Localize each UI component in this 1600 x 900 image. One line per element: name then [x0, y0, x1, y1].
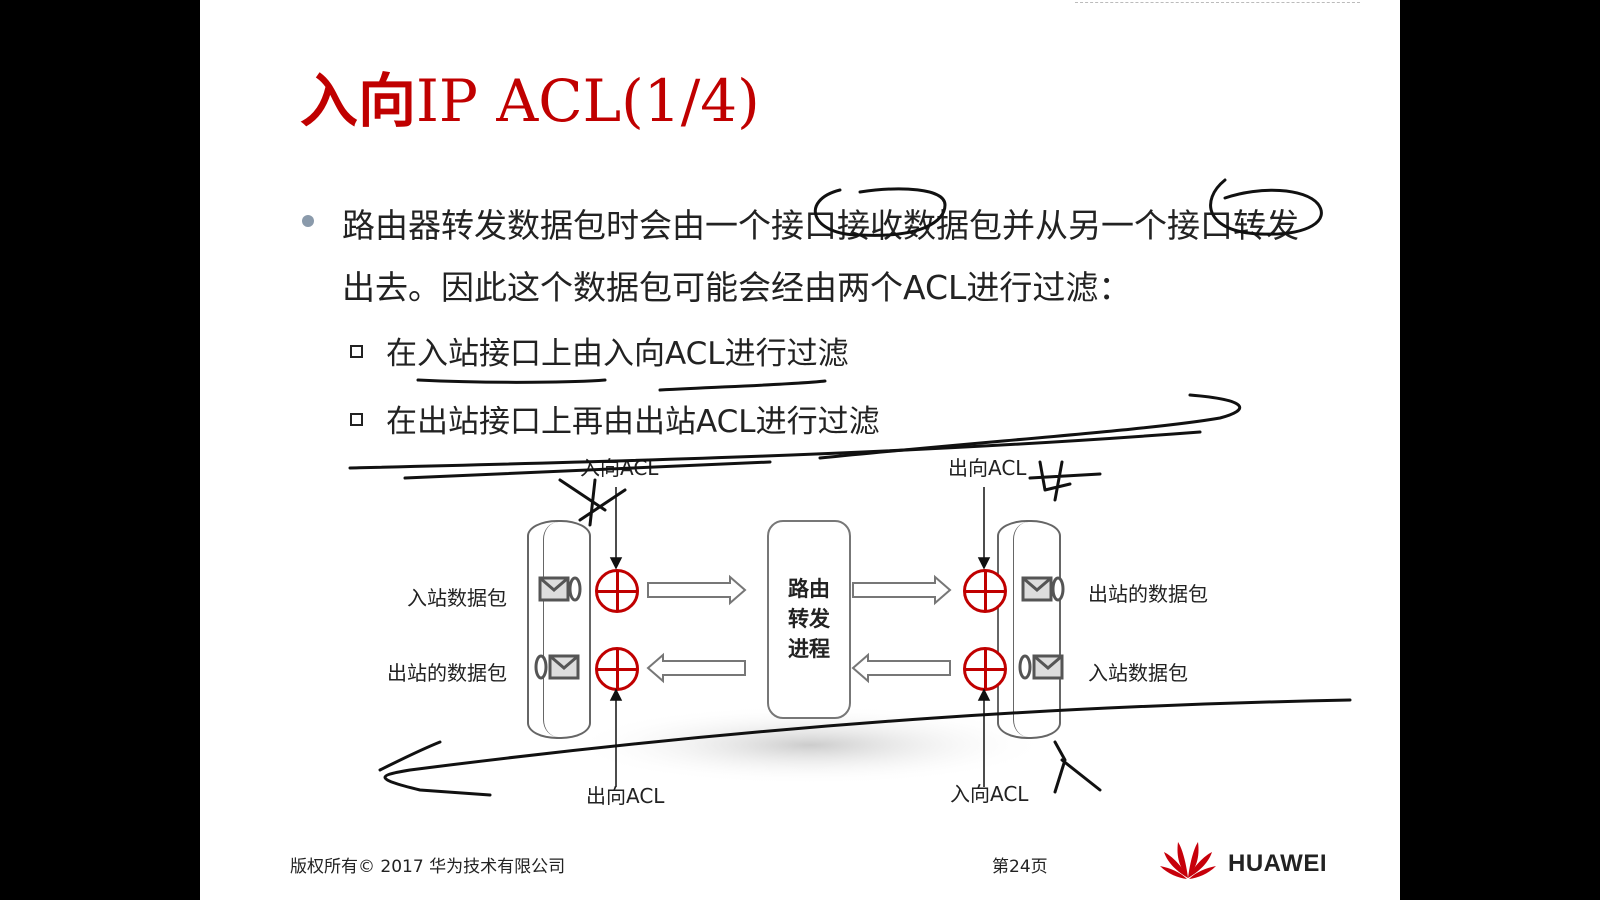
- page-title: 入向IP ACL(1/4): [300, 72, 760, 130]
- router-label: 路由 转发 进程: [788, 577, 830, 661]
- footer-copyright: 版权所有© 2017 华为技术有限公司: [290, 857, 566, 877]
- diagram-arrows: [534, 487, 1065, 787]
- huawei-logo-icon: [1160, 842, 1216, 879]
- arrow-right-icon: [647, 574, 747, 606]
- pen-arrow-left-head: [378, 740, 442, 772]
- label-right-inbound-packet: 入站数据包: [1088, 661, 1188, 685]
- packet-icons: [534, 576, 1065, 680]
- sub-item-inbound: 在入站接口上由入向ACL进行过滤: [386, 336, 849, 372]
- pen-arrow-right: [818, 393, 1241, 460]
- left-interface-cylinder: [527, 520, 591, 739]
- sub-item-outbound: 在出站接口上再由出站ACL进行过滤: [386, 404, 880, 440]
- square-bullet-icon: [350, 345, 363, 358]
- brand-wordmark: HUAWEI: [1228, 850, 1327, 877]
- acl-filter-icon: [595, 647, 639, 691]
- pen-annotations: [348, 178, 1352, 797]
- arrow-left-icon: [646, 652, 746, 684]
- arrow-up-icon: [609, 688, 623, 701]
- label-left-inbound-packet: 入站数据包: [407, 586, 507, 610]
- square-bullet-icon: [350, 413, 363, 426]
- pen-underline: [658, 379, 827, 392]
- diagram-shadow: [570, 705, 1050, 785]
- pen-scribble: [558, 478, 627, 527]
- pen-underline: [403, 460, 772, 480]
- label-left-outbound-packet: 出站的数据包: [387, 661, 507, 685]
- title-cn: 入向: [300, 67, 417, 135]
- pen-scribble: [1028, 460, 1102, 502]
- router-forwarding-box: 路由 转发 进程: [767, 520, 851, 719]
- arrow-right-icon: [852, 574, 952, 606]
- envelope-icon: [1018, 654, 1064, 680]
- right-interface-cylinder: [997, 520, 1061, 739]
- arrow-left-icon: [851, 652, 951, 684]
- slide: 入向IP ACL(1/4) 路由器转发数据包时会由一个接口接收数据包并从另一个接…: [200, 0, 1400, 900]
- acl-filter-icon: [595, 569, 639, 613]
- top-divider: [1075, 2, 1360, 3]
- footer-page-number: 第24页: [992, 857, 1048, 877]
- pen-circle-mark: [1209, 178, 1323, 236]
- label-right-inbound-acl: 入向ACL: [950, 782, 1029, 806]
- acl-filter-icon: [963, 647, 1007, 691]
- arrow-down-icon: [977, 557, 991, 570]
- arrow-down-icon: [609, 557, 623, 570]
- pen-underline: [416, 378, 607, 384]
- label-right-outbound-acl: 出向ACL: [948, 456, 1027, 480]
- diagram-floor-shadow: [570, 705, 1050, 785]
- envelope-icon: [534, 654, 580, 680]
- label-right-outbound-packet: 出站的数据包: [1088, 582, 1208, 606]
- pen-underline: [348, 430, 1202, 470]
- pen-arrow-left: [383, 698, 1352, 797]
- bullet-text: 路由器转发数据包时会由一个接口接收数据包并从另一个接口转发出去。因此这个数据包可…: [342, 206, 1299, 307]
- envelope-icon: [538, 576, 582, 602]
- acl-filter-icon: [963, 569, 1007, 613]
- label-left-outbound-acl: 出向ACL: [586, 784, 665, 808]
- pen-circle-mark: [813, 187, 947, 237]
- arrow-up-icon: [977, 688, 991, 701]
- envelope-icon: [1021, 576, 1065, 602]
- pen-scribble: [1053, 740, 1102, 794]
- bullet-dot-icon: [302, 215, 314, 227]
- title-rest: IP ACL(1/4): [416, 67, 760, 135]
